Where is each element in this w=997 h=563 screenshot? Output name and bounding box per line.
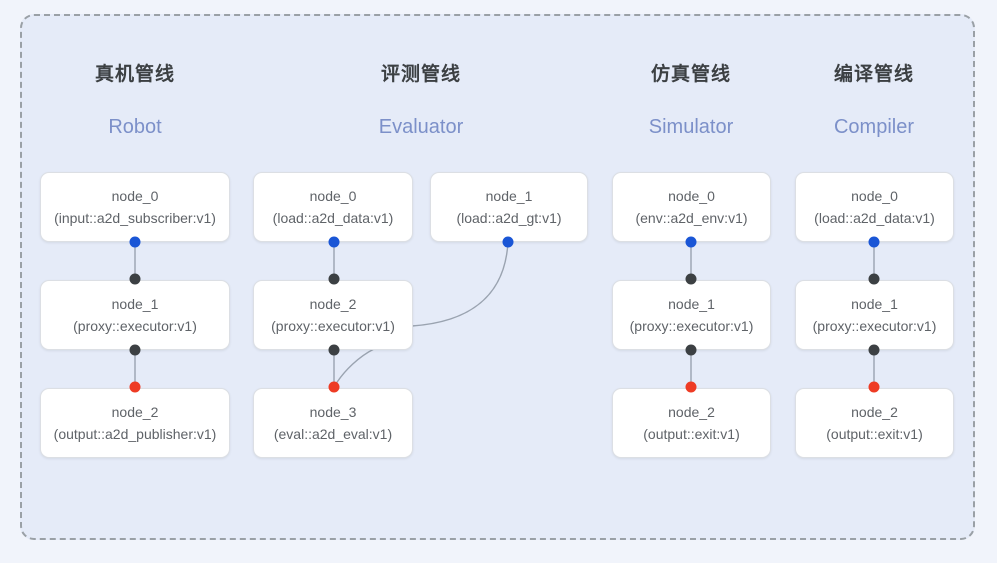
node-label-type: (proxy::executor:v1) — [812, 317, 937, 334]
port-input-evaluator-node_1[interactable] — [502, 236, 514, 248]
node-evaluator-node_1[interactable]: node_1 (load::a2d_gt:v1) — [430, 172, 588, 242]
node-label-type: (output::exit:v1) — [643, 425, 740, 442]
node-label-name: node_2 — [668, 403, 715, 420]
port-input-simulator-node_0[interactable] — [685, 236, 697, 248]
node-label-name: node_0 — [851, 187, 898, 204]
port-out-simulator-node_1[interactable] — [685, 344, 697, 356]
node-label-type: (proxy::executor:v1) — [629, 317, 754, 334]
port-in-evaluator-node_2[interactable] — [328, 273, 340, 285]
node-compiler-node_1[interactable]: node_1 (proxy::executor:v1) — [795, 280, 954, 350]
node-label-name: node_2 — [851, 403, 898, 420]
node-simulator-node_1[interactable]: node_1 (proxy::executor:v1) — [612, 280, 771, 350]
node-evaluator-node_2[interactable]: node_2 (proxy::executor:v1) — [253, 280, 413, 350]
node-robot-node_0[interactable]: node_0 (input::a2d_subscriber:v1) — [40, 172, 230, 242]
port-in-simulator-node_1[interactable] — [685, 273, 697, 285]
node-label-name: node_1 — [485, 187, 533, 204]
node-label-type: (input::a2d_subscriber:v1) — [54, 209, 216, 226]
node-label-type: (eval::a2d_eval:v1) — [273, 425, 393, 442]
node-label-type: (env::a2d_env:v1) — [635, 209, 748, 226]
node-compiler-node_2[interactable]: node_2 (output::exit:v1) — [795, 388, 954, 458]
node-label-name: node_0 — [668, 187, 715, 204]
node-robot-node_2[interactable]: node_2 (output::a2d_publisher:v1) — [40, 388, 230, 458]
node-robot-node_1[interactable]: node_1 (proxy::executor:v1) — [40, 280, 230, 350]
port-output-robot-node_2[interactable] — [129, 381, 141, 393]
node-label-type: (proxy::executor:v1) — [271, 317, 395, 334]
port-output-simulator-node_2[interactable] — [685, 381, 697, 393]
node-simulator-node_0[interactable]: node_0 (env::a2d_env:v1) — [612, 172, 771, 242]
node-label-name: node_1 — [111, 295, 159, 312]
node-label-type: (output::exit:v1) — [826, 425, 923, 442]
node-label-type: (proxy::executor:v1) — [73, 317, 197, 334]
node-evaluator-node_3[interactable]: node_3 (eval::a2d_eval:v1) — [253, 388, 413, 458]
node-label-name: node_0 — [111, 187, 159, 204]
node-evaluator-node_0[interactable]: node_0 (load::a2d_data:v1) — [253, 172, 413, 242]
port-input-robot-node_0[interactable] — [129, 236, 141, 248]
node-label-name: node_0 — [309, 187, 357, 204]
node-label-name: node_1 — [668, 295, 715, 312]
node-simulator-node_2[interactable]: node_2 (output::exit:v1) — [612, 388, 771, 458]
node-label-name: node_2 — [309, 295, 357, 312]
node-label-type: (load::a2d_data:v1) — [272, 209, 394, 226]
node-compiler-node_0[interactable]: node_0 (load::a2d_data:v1) — [795, 172, 954, 242]
node-label-name: node_2 — [111, 403, 159, 420]
port-out-robot-node_1[interactable] — [129, 344, 141, 356]
port-input-evaluator-node_0[interactable] — [328, 236, 340, 248]
node-label-type: (output::a2d_publisher:v1) — [53, 425, 217, 442]
port-in-compiler-node_1[interactable] — [868, 273, 880, 285]
port-out-evaluator-node_2[interactable] — [328, 344, 340, 356]
port-out-compiler-node_1[interactable] — [868, 344, 880, 356]
node-label-name: node_3 — [309, 403, 357, 420]
port-input-compiler-node_0[interactable] — [868, 236, 880, 248]
port-in-robot-node_1[interactable] — [129, 273, 141, 285]
node-label-type: (load::a2d_data:v1) — [814, 209, 935, 226]
node-label-type: (load::a2d_gt:v1) — [456, 209, 562, 226]
node-label-name: node_1 — [851, 295, 898, 312]
port-output-evaluator-node_3[interactable] — [328, 381, 340, 393]
pipeline-panel-dashed-border — [20, 14, 975, 540]
port-output-compiler-node_2[interactable] — [868, 381, 880, 393]
